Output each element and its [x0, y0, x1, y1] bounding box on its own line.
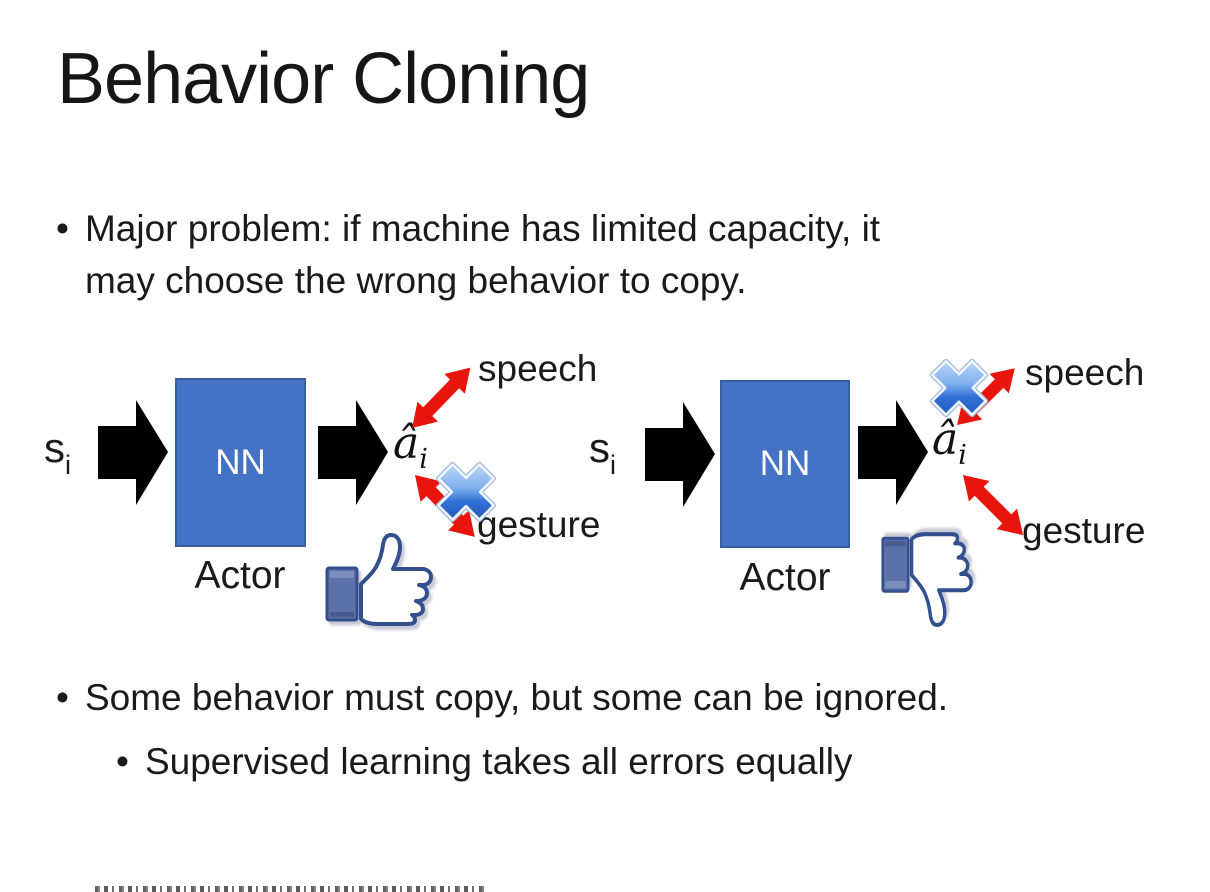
bullet-marker: •: [56, 677, 69, 718]
cropped-text-artifact: [95, 886, 488, 892]
nn-box-label: NN: [759, 444, 811, 483]
right-actor-label: Actor: [739, 556, 831, 599]
state-subscript: i: [610, 450, 616, 480]
state-subscript: i: [65, 450, 71, 480]
left-output-action-label: âi: [393, 418, 428, 475]
bullet-marker: •: [116, 741, 129, 782]
bullet-major-problem: • Major problem: if machine has limited …: [56, 203, 880, 307]
right-output-action-label: âi: [932, 414, 967, 471]
thumbs-down-icon: [883, 534, 971, 625]
action-symbol: â: [393, 418, 420, 469]
bullet-marker: •: [56, 208, 69, 249]
action-symbol: â: [932, 414, 959, 465]
bullet-line-1: Major problem: if machine has limited ca…: [84, 208, 881, 249]
right-speech-label: speech: [1025, 352, 1145, 393]
left-nn-box: NN: [175, 378, 306, 547]
bullet-conclusion: • Some behavior must copy, but some can …: [56, 672, 948, 724]
slide-title: Behavior Cloning: [57, 39, 590, 119]
bullet-supervised-text: Supervised learning takes all errors equ…: [144, 741, 853, 782]
bullet-line-2: may choose the wrong behavior to copy.: [84, 260, 747, 301]
bullet-major-problem-text: Major problem: if machine has limited ca…: [85, 203, 880, 307]
bullet-conclusion-text: Some behavior must copy, but some can be…: [84, 677, 949, 718]
action-subscript: i: [419, 444, 428, 475]
thumbs-up-icon: [325, 533, 433, 626]
state-symbol: s: [44, 424, 65, 471]
left-input-arrow-icon: [98, 400, 168, 505]
left-actor-label: Actor: [194, 554, 286, 597]
left-input-state-label: si: [44, 424, 71, 481]
left-speech-label: speech: [478, 348, 598, 389]
nn-box-label: NN: [215, 442, 266, 482]
right-input-state-label: si: [589, 424, 616, 481]
state-symbol: s: [589, 424, 610, 471]
left-gesture-label: gesture: [477, 504, 601, 545]
bullet-supervised: • Supervised learning takes all errors e…: [116, 736, 852, 788]
left-gesture-link-arrow-icon: [404, 464, 486, 548]
right-input-arrow-icon: [645, 402, 715, 507]
action-subscript: i: [958, 440, 967, 471]
right-output-arrow-icon: [858, 400, 928, 505]
left-output-arrow-icon: [318, 400, 388, 505]
right-gesture-label: gesture: [1022, 510, 1146, 551]
right-nn-box: NN: [720, 380, 850, 548]
